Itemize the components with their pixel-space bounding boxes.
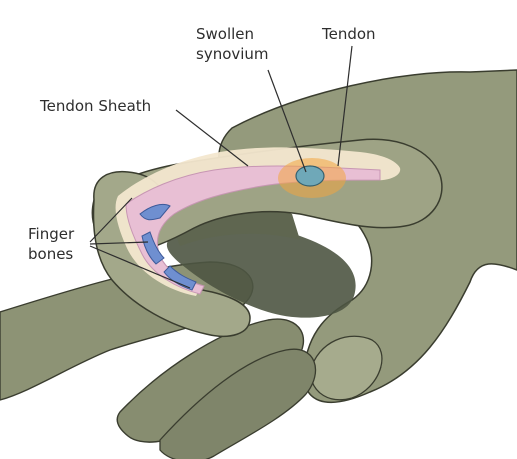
label-tendon-sheath-text: Tendon Sheath: [40, 96, 151, 116]
label-finger-bones-line-1: Finger: [28, 224, 74, 244]
label-tendon-text: Tendon: [322, 24, 376, 44]
label-finger-bones-line-2: bones: [28, 244, 74, 264]
label-finger-bones: Finger bones: [28, 224, 74, 264]
label-tendon: Tendon: [322, 24, 376, 44]
swollen-synovium-nodule: [296, 166, 324, 186]
label-swollen-synovium-line-1: Swollen: [196, 24, 269, 44]
label-swollen-synovium-line-2: synovium: [196, 44, 269, 64]
label-swollen-synovium: Swollen synovium: [196, 24, 269, 64]
label-tendon-sheath: Tendon Sheath: [40, 96, 151, 116]
